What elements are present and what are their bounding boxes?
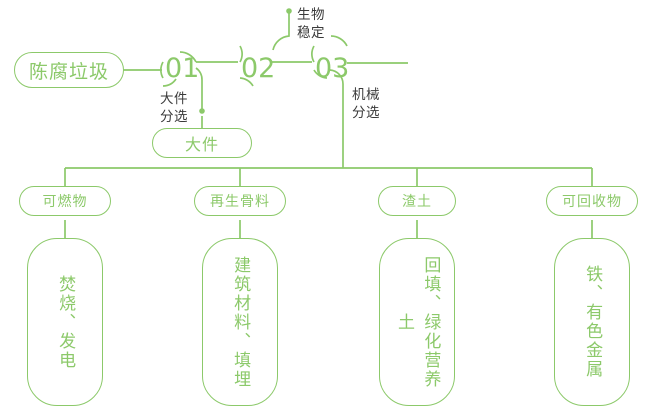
stem-03-down — [329, 69, 344, 168]
destination-box-1[interactable]: 焚烧、发电 — [27, 238, 103, 406]
stem-01-down — [195, 67, 203, 110]
annotation-stage-02-line1: 生物 — [297, 7, 325, 22]
arc-03-left — [311, 45, 315, 63]
arc-01-topright — [179, 51, 197, 63]
annotation-stage-01-line1: 大件 — [160, 91, 188, 106]
destination-box-3[interactable]: 回填、绿化营养土 — [379, 238, 455, 406]
dot-01-bottom — [199, 108, 205, 114]
arc-01-left — [160, 61, 164, 79]
stage-number-01[interactable]: 01 — [165, 53, 200, 84]
source-pill[interactable]: 陈腐垃圾 — [14, 52, 124, 88]
dot-02-top — [286, 8, 292, 14]
arc-02-left-top — [239, 45, 243, 63]
annotation-stage-03-line1: 机械 — [352, 87, 380, 102]
stem-02-up-line — [272, 12, 290, 51]
link-02-to-03 — [272, 62, 318, 70]
annotation-stage-01-line2: 分选 — [160, 108, 188, 124]
bulky-output-pill[interactable]: 大件 — [152, 128, 252, 158]
annotation-stage-03: 机械 分选 — [352, 86, 414, 122]
annotation-stage-01: 大件 分选 — [126, 90, 188, 126]
category-pill-4[interactable]: 可回收物 — [546, 186, 638, 216]
arc-03-topright — [330, 35, 348, 47]
annotation-stage-02: 生物 稳定 — [297, 6, 359, 42]
destination-box-2[interactable]: 建筑材料、填埋 — [202, 238, 278, 406]
annotation-stage-02-line2: 稳定 — [297, 24, 325, 40]
arc-02-left-bottom — [239, 77, 254, 87]
annotation-stage-03-line2: 分选 — [352, 104, 380, 120]
category-pill-2[interactable]: 再生骨料 — [194, 186, 286, 216]
arc-03-bottomleft — [313, 69, 328, 79]
destination-box-4[interactable]: 铁、有色金属 — [554, 238, 630, 406]
category-pill-1[interactable]: 可燃物 — [19, 186, 111, 216]
arc-01-bottomleft — [162, 78, 177, 87]
stage-number-03[interactable]: 03 — [315, 53, 350, 84]
stage-number-02[interactable]: 02 — [241, 53, 276, 84]
category-pill-3[interactable]: 渣土 — [378, 186, 456, 216]
